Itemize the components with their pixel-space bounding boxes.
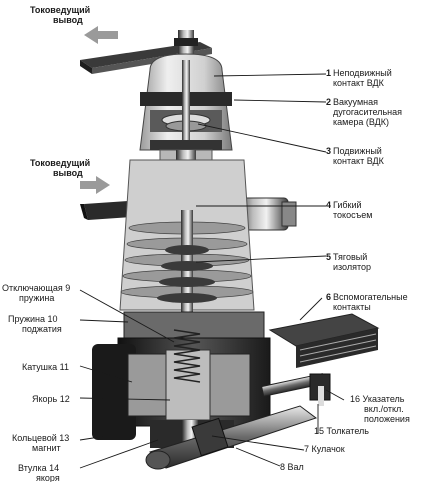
label-2-number: 2 bbox=[326, 97, 332, 107]
label-6-line-a: Вспомогательные bbox=[333, 292, 408, 302]
vacuum-chamber bbox=[139, 53, 233, 151]
traction-insulator bbox=[119, 159, 255, 360]
label-6-number: 6 bbox=[326, 292, 332, 302]
label-9-line-a: Отключающая 9 bbox=[2, 283, 71, 293]
label-14-line-a: Втулка 14 bbox=[18, 463, 60, 473]
label-3-line-a: Подвижный bbox=[333, 146, 382, 156]
label-1-number: 1 bbox=[326, 68, 332, 78]
label-13-line-b: магнит bbox=[32, 443, 61, 453]
leader-lines bbox=[79, 73, 345, 469]
label-2-line-b: дугогасительная bbox=[333, 107, 402, 117]
label-current-out-mid-1: Токоведущий bbox=[30, 158, 91, 168]
label-10-line-a: Пружина 10 bbox=[8, 314, 58, 324]
label-3-number: 3 bbox=[326, 146, 332, 156]
auxiliary-contacts bbox=[268, 313, 380, 368]
label-9-line-b: пружина bbox=[19, 293, 55, 303]
label-current-out-mid-2: вывод bbox=[53, 168, 83, 178]
label-5-line-a: Тяговый bbox=[333, 252, 368, 262]
arrow-right-mid bbox=[80, 176, 110, 194]
label-12: Якорь 12 bbox=[32, 394, 70, 404]
label-6-line-b: контакты bbox=[333, 302, 371, 312]
label-15: 15 Толкатель bbox=[314, 426, 369, 436]
label-4-line-b: токосъем bbox=[333, 210, 373, 220]
label-4-number: 4 bbox=[326, 200, 332, 210]
label-current-out-top-2: вывод bbox=[53, 15, 83, 25]
arrow-left-top bbox=[84, 26, 118, 44]
label-2-line-c: камера (ВДК) bbox=[333, 117, 389, 127]
label-16-line-a: 16 Указатель bbox=[350, 394, 405, 404]
label-11: Катушка 11 bbox=[22, 362, 69, 372]
label-16-line-b: вкл./откл. bbox=[364, 404, 404, 414]
label-2-line-a: Вакуумная bbox=[333, 97, 378, 107]
label-1-line-a: Неподвижный bbox=[333, 68, 392, 78]
label-7: 7 Кулачок bbox=[304, 444, 345, 454]
label-current-out-top-1: Токоведущий bbox=[30, 5, 91, 15]
label-5-number: 5 bbox=[326, 252, 332, 262]
label-16-line-c: положения bbox=[364, 414, 410, 424]
label-13-line-a: Кольцевой 13 bbox=[12, 433, 70, 443]
label-8: 8 Вал bbox=[280, 462, 304, 472]
label-10-line-b: поджатия bbox=[22, 324, 62, 334]
label-4-line-a: Гибкий bbox=[333, 200, 362, 210]
main-shaft bbox=[145, 405, 318, 470]
label-1-line-b: контакт ВДК bbox=[333, 78, 384, 88]
pusher bbox=[261, 373, 331, 406]
label-3-line-b: контакт ВДК bbox=[333, 156, 384, 166]
label-14-line-b: якоря bbox=[36, 473, 60, 482]
label-5-line-b: изолятор bbox=[333, 262, 372, 272]
